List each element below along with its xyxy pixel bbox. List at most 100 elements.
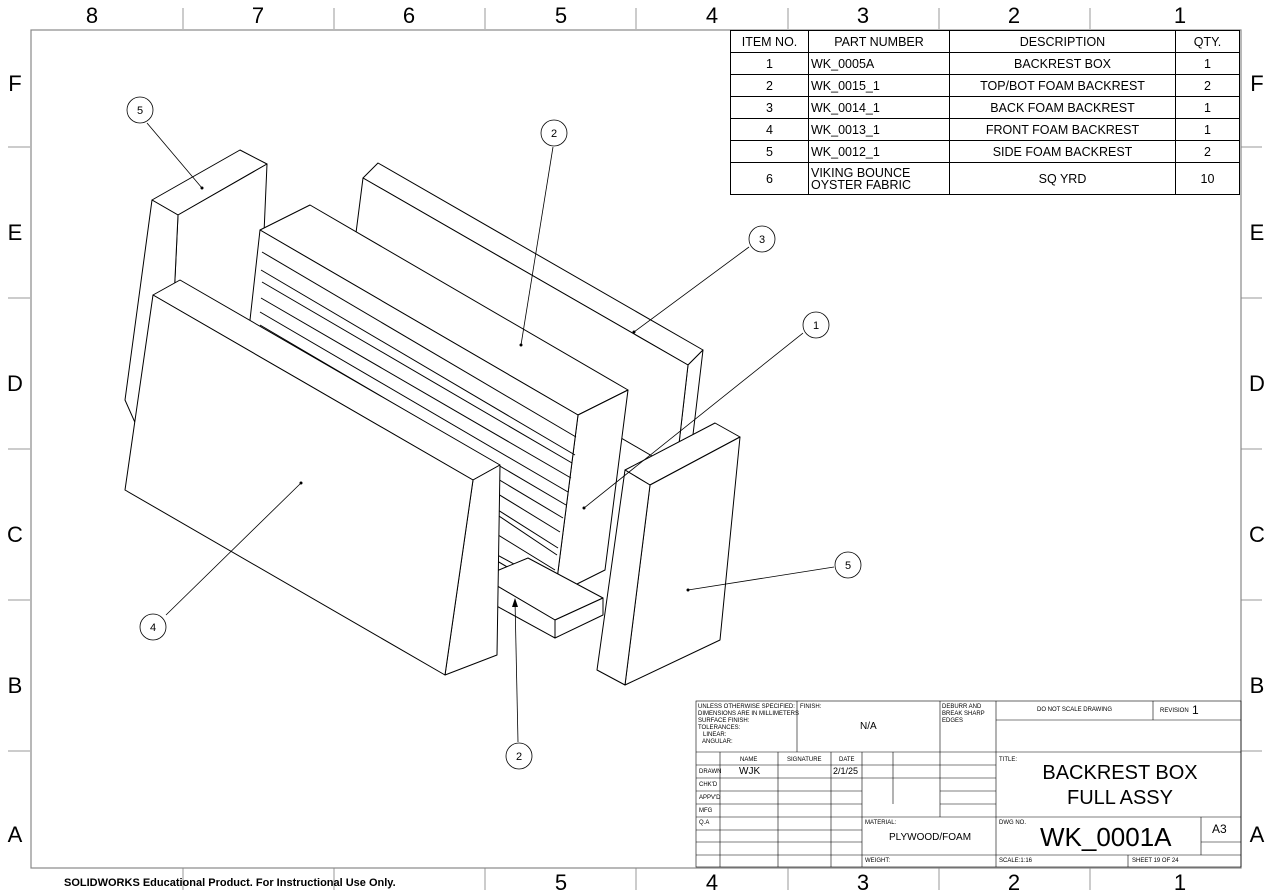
finish-label: FINISH: <box>800 704 822 710</box>
zone-col-5-bottom: 5 <box>554 870 568 895</box>
zone-ticks <box>8 8 1262 890</box>
drawing-border <box>30 29 1242 869</box>
col-date-header: DATE <box>839 757 855 763</box>
drawing-title: BACKREST BOX FULL ASSY <box>1000 761 1240 811</box>
balloon-leaders <box>146 122 835 743</box>
zone-col-7-top: 7 <box>251 3 265 28</box>
dwg-no-label: DWG NO. <box>999 820 1026 826</box>
bom-qty: 1 <box>1175 52 1240 75</box>
bom-row: 3 WK_0014_1 BACK FOAM BACKREST 1 <box>730 96 1240 119</box>
row-mfg-label: MFG <box>699 808 713 814</box>
bill-of-materials-table: ITEM NO. PART NUMBER DESCRIPTION QTY. 1 … <box>730 30 1240 195</box>
bottom-foam-part <box>481 557 604 639</box>
zone-row-F-right: F <box>1250 71 1264 96</box>
tolerance-note-line: UNLESS OTHERWISE SPECIFIED: <box>698 704 795 710</box>
tolerance-note-line: LINEAR: <box>703 732 727 738</box>
tolerance-note-line: ANGULAR: <box>702 739 733 745</box>
bom-row: 4 WK_0013_1 FRONT FOAM BACKREST 1 <box>730 118 1240 141</box>
row-approved-label: APPV'D <box>699 795 721 801</box>
bom-desc: TOP/BOT FOAM BACKREST <box>949 74 1176 97</box>
balloon-1 <box>802 311 830 339</box>
bom-desc: FRONT FOAM BACKREST <box>949 118 1176 141</box>
zone-row-D-right: D <box>1249 371 1265 396</box>
bom-part: WK_0012_1 <box>808 140 950 163</box>
bom-header-qty: QTY. <box>1175 30 1240 53</box>
balloon-2a <box>540 119 568 147</box>
balloon-label: 5 <box>845 560 851 572</box>
bom-qty: 1 <box>1175 118 1240 141</box>
educational-watermark: SOLIDWORKS Educational Product. For Inst… <box>64 877 396 889</box>
col-signature-header: SIGNATURE <box>787 757 822 763</box>
row-qa-label: Q.A <box>699 820 710 826</box>
zone-col-2-bottom: 2 <box>1007 870 1021 895</box>
zone-row-E-right: E <box>1249 220 1265 245</box>
drawing-title-line1: BACKREST BOX <box>1042 762 1198 784</box>
balloon-label: 5 <box>137 105 143 117</box>
bom-part: WK_0005A <box>808 52 950 75</box>
balloon-circles <box>126 96 862 770</box>
zone-col-8-top: 8 <box>85 3 99 28</box>
revision-label: REVISION <box>1160 708 1189 714</box>
zone-col-2-top: 2 <box>1007 3 1021 28</box>
bom-item: 6 <box>730 162 809 195</box>
zone-row-A-left: A <box>7 822 23 847</box>
bom-qty: 10 <box>1175 162 1240 195</box>
zone-row-E-left: E <box>7 220 23 245</box>
col-name-header: NAME <box>740 757 758 763</box>
deburr-note-line: DEBURR AND <box>942 704 982 710</box>
bom-row: 5 WK_0012_1 SIDE FOAM BACKREST 2 <box>730 140 1240 163</box>
bom-item: 5 <box>730 140 809 163</box>
bom-desc: SIDE FOAM BACKREST <box>949 140 1176 163</box>
weight-label: WEIGHT: <box>865 858 890 864</box>
balloon-label: 2 <box>551 128 557 140</box>
drawing-title-line2: FULL ASSY <box>1067 787 1173 809</box>
zone-col-6-top: 6 <box>402 3 416 28</box>
bom-header-item: ITEM NO. <box>730 30 809 53</box>
title-label: TITLE: <box>999 757 1018 763</box>
drawn-by-name: WJK <box>739 766 761 777</box>
balloon-5b <box>834 551 862 579</box>
sheet-size: A3 <box>1212 822 1227 836</box>
do-not-scale-note: DO NOT SCALE DRAWING <box>1037 707 1113 713</box>
zone-row-A-right: A <box>1249 822 1265 847</box>
bom-desc: BACKREST BOX <box>949 52 1176 75</box>
zone-col-4-bottom: 4 <box>705 870 719 895</box>
bom-row: 6 VIKING BOUNCE OYSTER FABRIC SQ YRD 10 <box>730 162 1240 195</box>
bom-part: WK_0015_1 <box>808 74 950 97</box>
bom-item: 4 <box>730 118 809 141</box>
balloon-4 <box>139 613 167 641</box>
tolerance-note-line: DIMENSIONS ARE IN MILLIMETERS <box>698 711 800 717</box>
bom-item: 3 <box>730 96 809 119</box>
bom-header-desc: DESCRIPTION <box>949 30 1176 53</box>
zone-row-C-right: C <box>1249 522 1265 547</box>
side-foam-right-part <box>596 422 741 686</box>
dwg-no-value: WK_0001A <box>1040 822 1172 852</box>
zone-col-3-bottom: 3 <box>856 870 870 895</box>
tolerance-note: UNLESS OTHERWISE SPECIFIED: DIMENSIONS A… <box>698 704 799 746</box>
deburr-note-line: BREAK SHARP <box>942 711 985 717</box>
isometric-assembly-view <box>124 149 741 686</box>
bom-row: 1 WK_0005A BACKREST BOX 1 <box>730 52 1240 75</box>
bom-qty: 2 <box>1175 74 1240 97</box>
tolerance-note-line: TOLERANCES: <box>698 725 741 731</box>
row-drawn-label: DRAWN <box>699 769 722 775</box>
zone-row-C-left: C <box>7 522 23 547</box>
drawn-date: 2/1/25 <box>833 766 859 776</box>
bom-qty: 1 <box>1175 96 1240 119</box>
material-value: PLYWOOD/FOAM <box>889 832 972 843</box>
bom-part: VIKING BOUNCE OYSTER FABRIC <box>808 162 950 195</box>
bom-row: 2 WK_0015_1 TOP/BOT FOAM BACKREST 2 <box>730 74 1240 97</box>
title-block-grid <box>695 700 1242 868</box>
finish-value: N/A <box>860 721 877 732</box>
tolerance-note-line: SURFACE FINISH: <box>698 718 750 724</box>
zone-col-4-top: 4 <box>705 3 719 28</box>
bom-item: 2 <box>730 74 809 97</box>
bom-part: WK_0013_1 <box>808 118 950 141</box>
zone-col-1-bottom: 1 <box>1173 870 1187 895</box>
revision-value: 1 <box>1192 703 1199 717</box>
balloon-2b <box>505 742 533 770</box>
balloon-label: 4 <box>150 622 156 634</box>
zone-row-B-left: B <box>7 673 23 698</box>
balloon-label: 2 <box>516 751 522 763</box>
